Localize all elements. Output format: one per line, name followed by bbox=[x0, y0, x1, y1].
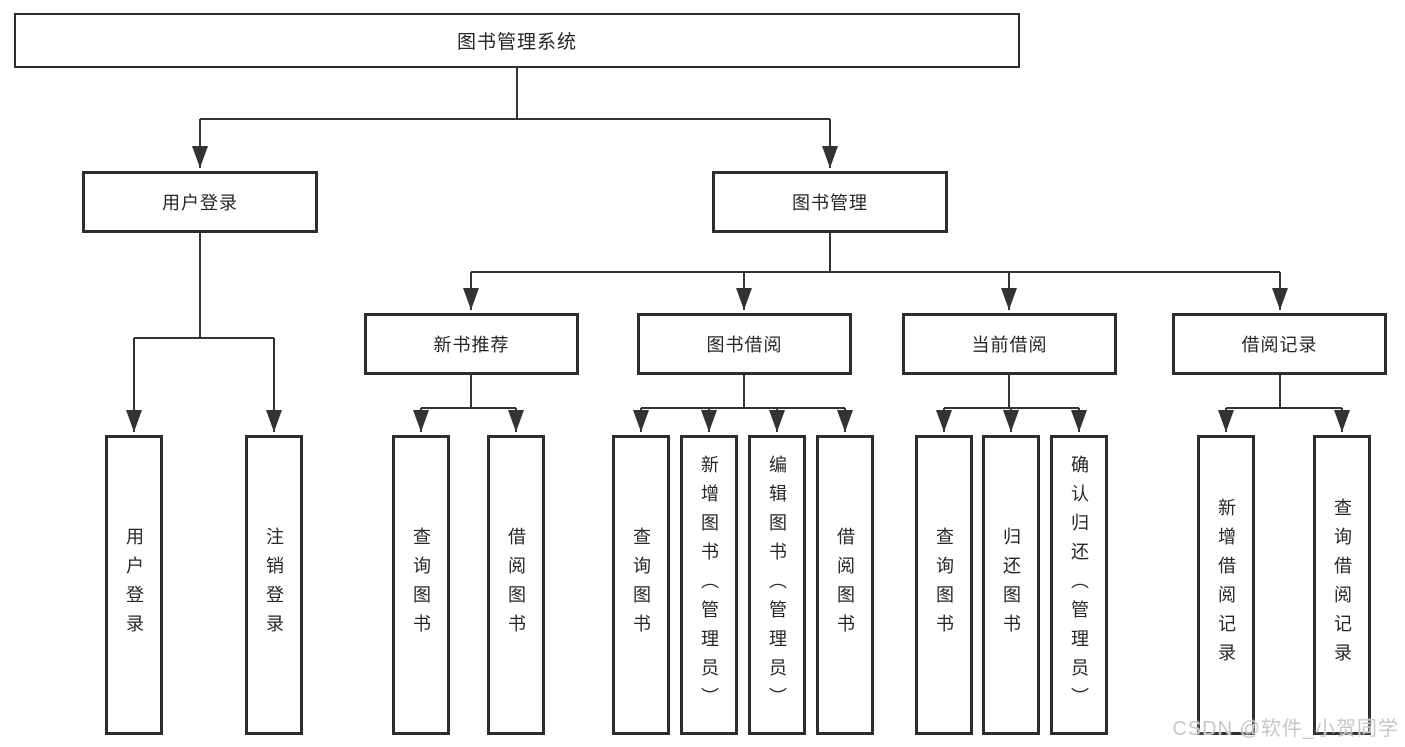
leaf-borrow-books-recommend: 借阅图书 bbox=[487, 435, 545, 735]
node-label: 图书管理 bbox=[792, 193, 868, 213]
leaf-query-books-recommend: 查询图书 bbox=[392, 435, 450, 735]
node-label: 图书借阅 bbox=[706, 335, 783, 355]
node-label: 新书推荐 bbox=[433, 335, 510, 355]
leaf-label: 查询图书 bbox=[631, 527, 651, 643]
leaf-label: 借阅图书 bbox=[835, 527, 855, 643]
leaf-label: 查询图书 bbox=[934, 527, 954, 643]
leaf-query-books-current: 查询图书 bbox=[915, 435, 973, 735]
node-label: 用户登录 bbox=[162, 193, 238, 213]
leaf-label: 确认归还（管理员） bbox=[1069, 454, 1089, 716]
leaf-add-borrow-record: 新增借阅记录 bbox=[1197, 435, 1255, 735]
leaf-label: 编辑图书（管理员） bbox=[767, 454, 787, 716]
leaf-label: 归还图书 bbox=[1001, 527, 1021, 643]
node-label: 借阅记录 bbox=[1241, 335, 1318, 355]
node-borrow-records: 借阅记录 bbox=[1172, 313, 1387, 375]
leaf-label: 注销登录 bbox=[264, 527, 284, 643]
leaf-label: 用户登录 bbox=[124, 527, 144, 643]
node-library-management-system: 图书管理系统 bbox=[14, 13, 1020, 68]
leaf-label: 查询借阅记录 bbox=[1332, 498, 1352, 672]
leaf-add-book-admin: 新增图书（管理员） bbox=[680, 435, 738, 735]
leaf-query-borrow-record: 查询借阅记录 bbox=[1313, 435, 1371, 735]
node-book-borrow: 图书借阅 bbox=[637, 313, 852, 375]
csdn-watermark: CSDN @软件_小贺同学 bbox=[1172, 718, 1399, 740]
node-label: 当前借阅 bbox=[971, 335, 1048, 355]
leaf-edit-book-admin: 编辑图书（管理员） bbox=[748, 435, 806, 735]
node-book-management: 图书管理 bbox=[712, 171, 948, 233]
node-label: 图书管理系统 bbox=[456, 32, 577, 53]
leaf-return-book: 归还图书 bbox=[982, 435, 1040, 735]
leaf-label: 新增图书（管理员） bbox=[699, 454, 719, 716]
leaf-borrow-books-borrow: 借阅图书 bbox=[816, 435, 874, 735]
leaf-logout: 注销登录 bbox=[245, 435, 303, 735]
leaf-query-books-borrow: 查询图书 bbox=[612, 435, 670, 735]
leaf-label: 查询图书 bbox=[411, 527, 431, 643]
leaf-label: 借阅图书 bbox=[506, 527, 526, 643]
node-current-borrow: 当前借阅 bbox=[902, 313, 1117, 375]
leaf-user-login: 用户登录 bbox=[105, 435, 163, 735]
node-user-login: 用户登录 bbox=[82, 171, 318, 233]
node-new-book-recommend: 新书推荐 bbox=[364, 313, 579, 375]
leaf-confirm-return-admin: 确认归还（管理员） bbox=[1050, 435, 1108, 735]
leaf-label: 新增借阅记录 bbox=[1216, 498, 1236, 672]
